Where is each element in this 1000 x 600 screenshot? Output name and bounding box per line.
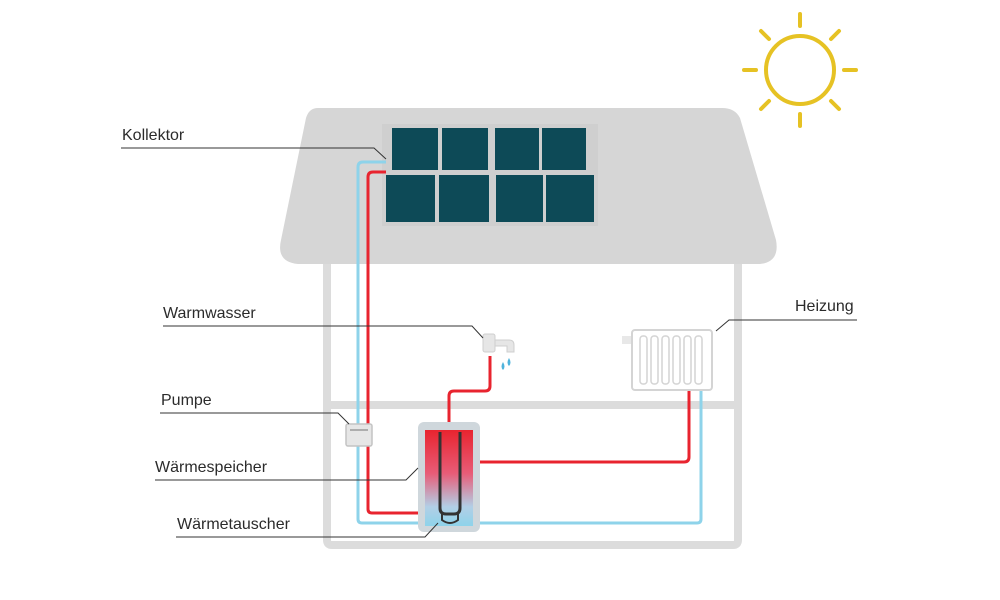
- label-warmwasser: Warmwasser: [163, 305, 256, 322]
- panel-cell: [546, 175, 594, 222]
- label-kollektor: Kollektor: [122, 127, 185, 144]
- hot-water-pipes: [366, 170, 691, 515]
- panel-cell: [392, 128, 438, 170]
- leader-heizung: [715, 319, 857, 332]
- house-outline: [323, 262, 742, 549]
- label-waermetauscher: Wärmetauscher: [177, 516, 290, 533]
- solar-collector-icon: [382, 124, 598, 226]
- leader-kollektor: [121, 147, 387, 160]
- leader-lines: [121, 147, 857, 538]
- faucet-icon: [482, 333, 515, 370]
- label-pumpe: Pumpe: [161, 392, 212, 409]
- radiator-icon: [622, 329, 713, 391]
- panel-cell: [386, 175, 435, 222]
- label-waermespeicher: Wärmespeicher: [155, 459, 268, 476]
- leader-pumpe: [160, 412, 350, 425]
- leader-warmwasser: [163, 325, 484, 339]
- panel-cell: [495, 128, 539, 170]
- leader-waermetauscher: [176, 522, 439, 538]
- panel-cell: [496, 175, 543, 222]
- cold-water-pipes: [356, 160, 703, 525]
- panel-cell: [542, 128, 586, 170]
- heat-exchanger-icon: [438, 432, 462, 516]
- sun-icon: [742, 12, 858, 128]
- panel-cell: [439, 175, 489, 222]
- pump-icon: [345, 423, 373, 447]
- panel-cell: [442, 128, 488, 170]
- leader-waermespeicher: [155, 467, 419, 481]
- storage-tank-icon: [418, 422, 480, 532]
- label-heizung: Heizung: [795, 298, 854, 315]
